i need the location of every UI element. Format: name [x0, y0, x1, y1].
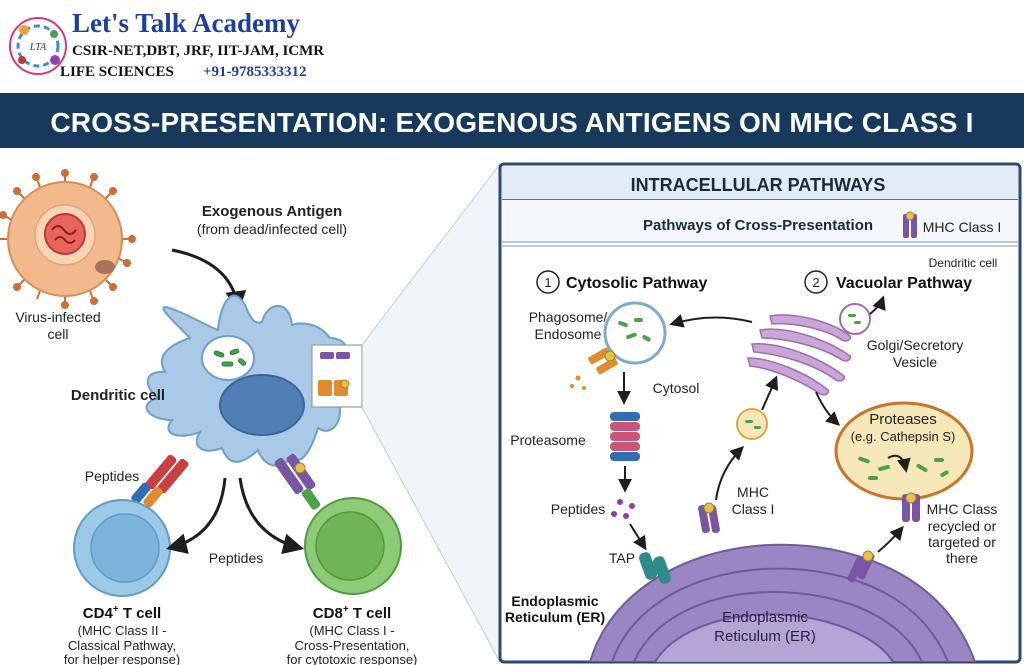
mhc-class-i-complex [274, 453, 321, 510]
mhc-class-i-er-right [847, 550, 875, 583]
virus-cell-label-line2: cell [47, 326, 68, 342]
pathway1-badge [536, 270, 560, 294]
mhc-class-i-er [698, 502, 720, 534]
arrow-golgi-phagosome [669, 314, 753, 328]
academy-exams: CSIR-NET,DBT, JRF, IIT-JAM, ICMR [72, 43, 324, 59]
golgi-label-line2: Vesicle [893, 354, 938, 370]
mhc-class-i-er-label-line1: MHC [737, 484, 769, 500]
peptides-top-label: Peptides [85, 468, 139, 484]
pathway1-title: Cytosolic Pathway [566, 275, 707, 292]
proteasome-label: Proteasome [510, 432, 586, 448]
arrow-peptides-tap [629, 523, 647, 551]
mhc-class-i-er-label-line2: Class I [732, 501, 775, 517]
zoom-line-bottom [361, 406, 501, 663]
proteasome [610, 412, 640, 461]
proteases-example-label: (e.g. Cathepsin S) [851, 429, 956, 444]
arrow-to-cd8 [238, 477, 305, 555]
tap-label: TAP [609, 550, 635, 566]
arrow-er-vesicle [715, 446, 744, 501]
recycled-label-line4: there [946, 550, 978, 566]
panel-heading: INTRACELLULAR PATHWAYS [631, 175, 886, 195]
cytosol-label: Cytosol [653, 380, 700, 396]
cd4-label: CD4+ T cell [83, 604, 161, 622]
transport-vesicle [736, 408, 768, 440]
pathway2-title: Vacuolar Pathway [836, 275, 972, 292]
peptide-dots [611, 499, 635, 519]
cd8-desc-line3: for cytotoxic response) [287, 652, 418, 665]
cd8-desc-line1: (MHC Class I - [309, 623, 394, 638]
cd4-t-cell [73, 499, 171, 597]
recycled-label-line1: MHC Class [927, 501, 998, 517]
golgi-apparatus [747, 314, 852, 396]
title-bar [0, 93, 1024, 148]
academy-name: Let's Talk Academy [72, 8, 301, 38]
virus-cell-label-line1: Virus-infected [15, 309, 100, 325]
logo-text: LTA [29, 42, 47, 53]
secretory-vesicle [839, 303, 871, 335]
cd8-desc-line2: Cross-Presentation, [295, 638, 410, 653]
panel-subheading: Pathways of Cross-Presentation [643, 217, 873, 234]
cd4-desc-line3: for helper response) [64, 652, 180, 665]
golgi-label-line1: Golgi/Secretory [867, 337, 963, 353]
mhc-recycled [902, 492, 920, 522]
endoplasmic-reticulum [588, 543, 977, 662]
er-center-label-line2: Reticulum (ER) [714, 628, 816, 645]
dendritic-cell-label: Dendritic cell [71, 387, 165, 404]
arrow-to-cd4 [165, 477, 227, 554]
phagosome-label-line2: Endosome [535, 326, 602, 342]
proteases-label: Proteases [869, 411, 937, 428]
academy-logo: LTA [9, 17, 67, 75]
phagosome-label-line1: Phagosome/ [529, 309, 608, 325]
academy-subject: LIFE SCIENCES [60, 64, 174, 80]
tap-transporter [638, 552, 672, 584]
arrow-golgi-lysosome [815, 391, 841, 426]
cd8-label: CD8+ T cell [313, 604, 391, 622]
mhc-inset-box [311, 344, 363, 408]
virus-infected-cell [0, 169, 136, 309]
cd4-desc-line1: (MHC Class II - [78, 623, 167, 638]
exogenous-antigen-sublabel: (from dead/infected cell) [197, 221, 347, 237]
recycled-label-line2: recycled or [928, 518, 997, 534]
er-left-label-line1: Endoplasmic [511, 593, 598, 609]
peptides-label: Peptides [551, 501, 605, 517]
pathway2-badge [804, 270, 828, 294]
er-left-label-line2: Reticulum (ER) [505, 609, 605, 625]
phagosome [570, 301, 667, 390]
academy-phone: +91-9785333312 [203, 64, 307, 80]
cd4-desc-line2: Classical Pathway, [68, 638, 176, 653]
pathway2-number: 2 [812, 275, 819, 290]
peptides-bottom-label: Peptides [209, 550, 263, 566]
page-title: CROSS-PRESENTATION: EXOGENOUS ANTIGENS O… [50, 107, 973, 138]
er-center-label-line1: Endoplasmic [722, 609, 808, 626]
recycled-label-line3: targeted or [928, 534, 996, 550]
legend-mhc-class-i: MHC Class I [923, 219, 1002, 235]
mhc-class-ii-complex [131, 454, 189, 508]
academy-header: LTA Let's Talk Academy CSIR-NET,DBT, JRF… [9, 8, 324, 80]
cd8-t-cell [304, 497, 402, 595]
mhc-legend-icon [903, 211, 917, 238]
arrow-vesicle-out [869, 295, 886, 315]
legend-dendritic-cell: Dendritic cell [929, 256, 998, 270]
arrow-vesicle-golgi [761, 375, 779, 411]
zoom-line-top [361, 163, 501, 346]
dendritic-cell [145, 294, 352, 467]
zoom-cone [362, 164, 500, 662]
pathway1-number: 1 [544, 275, 551, 290]
arrow-er-recycled [877, 525, 904, 553]
exogenous-antigen-label: Exogenous Antigen [202, 203, 342, 220]
